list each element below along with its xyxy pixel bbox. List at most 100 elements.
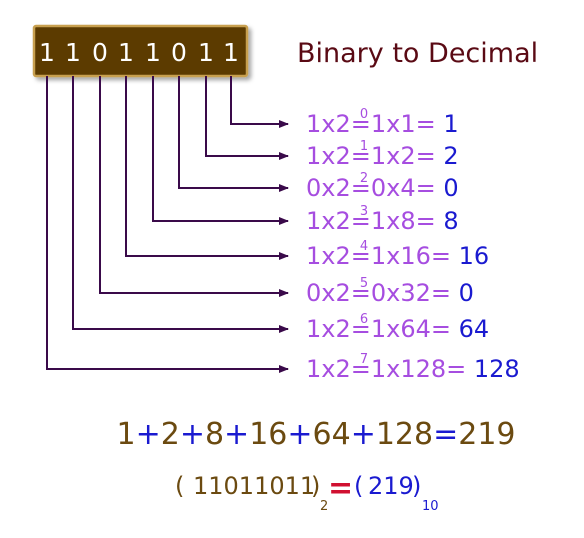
binary-value: 11011011 bbox=[193, 472, 315, 500]
formula-exponent: 5 bbox=[360, 276, 368, 291]
formula-equals: = bbox=[351, 110, 371, 138]
formula-equals: = bbox=[431, 279, 459, 307]
formula-row: 1x2=1x128= 128 bbox=[306, 355, 520, 383]
formula-result: 0 bbox=[443, 174, 458, 202]
formula-equals: = bbox=[431, 242, 459, 270]
sum-term: 16 bbox=[249, 417, 287, 452]
formula-row: 1x2=1x1= 1 bbox=[306, 110, 459, 138]
connector-arrow bbox=[205, 76, 289, 160]
formula-equals: = bbox=[351, 242, 371, 270]
binary-digit: 1 bbox=[118, 38, 134, 67]
formula-product: 0x4 bbox=[371, 174, 416, 202]
connector-arrow bbox=[72, 76, 289, 333]
formula-bit-times-base: 0x2 bbox=[306, 279, 351, 307]
binary-open-paren: ( bbox=[175, 472, 184, 500]
formula-equals: = bbox=[416, 207, 444, 235]
formula-bit-times-base: 1x2 bbox=[306, 315, 351, 343]
formula-product: 1x64 bbox=[371, 315, 431, 343]
connector-arrow bbox=[230, 76, 289, 128]
formula-exponent: 7 bbox=[360, 352, 368, 367]
decimal-base-subscript: 10 bbox=[422, 499, 439, 514]
binary-digit: 0 bbox=[92, 38, 108, 67]
formula-result: 2 bbox=[443, 142, 458, 170]
formula-result: 1 bbox=[443, 110, 458, 138]
formula-product: 0x32 bbox=[371, 279, 431, 307]
formula-equals: = bbox=[351, 279, 371, 307]
connector-arrow bbox=[125, 76, 289, 260]
connector-arrow bbox=[178, 76, 289, 192]
sum-plus: + bbox=[180, 417, 205, 452]
sum-equation: 1+2+8+16+64+128=219 bbox=[116, 417, 515, 452]
formula-equals: = bbox=[351, 142, 371, 170]
formula-product: 1x16 bbox=[371, 242, 431, 270]
binary-close-paren: ) bbox=[311, 472, 320, 500]
equals-sign: = bbox=[328, 471, 353, 506]
formula-product: 1x1 bbox=[371, 110, 416, 138]
formula-row: 1x2=1x16= 16 bbox=[306, 242, 489, 270]
formula-exponent: 1 bbox=[360, 139, 368, 154]
binary-base-subscript: 2 bbox=[320, 499, 328, 514]
decimal-open-paren: ( bbox=[354, 472, 363, 500]
connector-arrow bbox=[152, 76, 289, 225]
formula-row: 1x2=1x64= 64 bbox=[306, 315, 489, 343]
formula-bit-times-base: 1x2 bbox=[306, 355, 351, 383]
sum-term: 64 bbox=[313, 417, 351, 452]
formula-result: 16 bbox=[459, 242, 490, 270]
connector-arrow bbox=[46, 76, 289, 373]
formula-row: 0x2=0x32= 0 bbox=[306, 279, 474, 307]
formula-product: 1x2 bbox=[371, 142, 416, 170]
formula-equals: = bbox=[431, 315, 459, 343]
formula-exponent: 6 bbox=[360, 312, 368, 327]
sum-term: 1 bbox=[116, 417, 135, 452]
binary-digit: 1 bbox=[223, 38, 239, 67]
formula-bit-times-base: 1x2 bbox=[306, 207, 351, 235]
formula-bit-times-base: 1x2 bbox=[306, 242, 351, 270]
binary-digit: 1 bbox=[65, 38, 81, 67]
bit-connectors bbox=[46, 76, 289, 373]
formula-result: 128 bbox=[474, 355, 520, 383]
formula-row: 1x2=1x2= 2 bbox=[306, 142, 459, 170]
binary-digit: 1 bbox=[198, 38, 214, 67]
formula-equals: = bbox=[416, 174, 444, 202]
formula-bit-times-base: 0x2 bbox=[306, 174, 351, 202]
binary-digit: 1 bbox=[39, 38, 55, 67]
formula-result: 0 bbox=[459, 279, 474, 307]
formula-row: 0x2=0x4= 0 bbox=[306, 174, 459, 202]
formula-result: 8 bbox=[443, 207, 458, 235]
conversion-result: ( 11011011 ) 2 = ( 219 ) 10 bbox=[175, 471, 439, 514]
formula-equals: = bbox=[351, 207, 371, 235]
formula-equals: = bbox=[416, 142, 444, 170]
sum-total: 219 bbox=[458, 417, 515, 452]
formula-exponent: 4 bbox=[360, 239, 368, 254]
sum-plus: + bbox=[224, 417, 249, 452]
formula-equals: = bbox=[416, 110, 444, 138]
sum-equals: = bbox=[433, 417, 458, 452]
connector-arrow bbox=[99, 76, 289, 297]
formula-exponent: 0 bbox=[360, 107, 368, 122]
formula-product: 1x8 bbox=[371, 207, 416, 235]
binary-digit: 0 bbox=[171, 38, 187, 67]
sum-plus: + bbox=[351, 417, 376, 452]
binary-box-background bbox=[32, 24, 249, 78]
formula-exponent: 2 bbox=[360, 171, 368, 186]
formula-equals: = bbox=[351, 315, 371, 343]
formula-bit-times-base: 1x2 bbox=[306, 142, 351, 170]
decimal-value: 219 bbox=[368, 472, 414, 500]
formula-equals: = bbox=[351, 355, 371, 383]
decimal-close-paren: ) bbox=[412, 472, 421, 500]
sum-term: 8 bbox=[205, 417, 224, 452]
binary-digit: 1 bbox=[145, 38, 161, 67]
formula-exponent: 3 bbox=[360, 204, 368, 219]
formula-bit-times-base: 1x2 bbox=[306, 110, 351, 138]
formula-result: 64 bbox=[459, 315, 490, 343]
formula-product: 1x128 bbox=[371, 355, 446, 383]
formula-row: 1x2=1x8= 8 bbox=[306, 207, 459, 235]
sum-term: 2 bbox=[161, 417, 180, 452]
diagram-title: Binary to Decimal bbox=[297, 38, 538, 69]
formula-equals: = bbox=[446, 355, 474, 383]
sum-term: 128 bbox=[376, 417, 433, 452]
